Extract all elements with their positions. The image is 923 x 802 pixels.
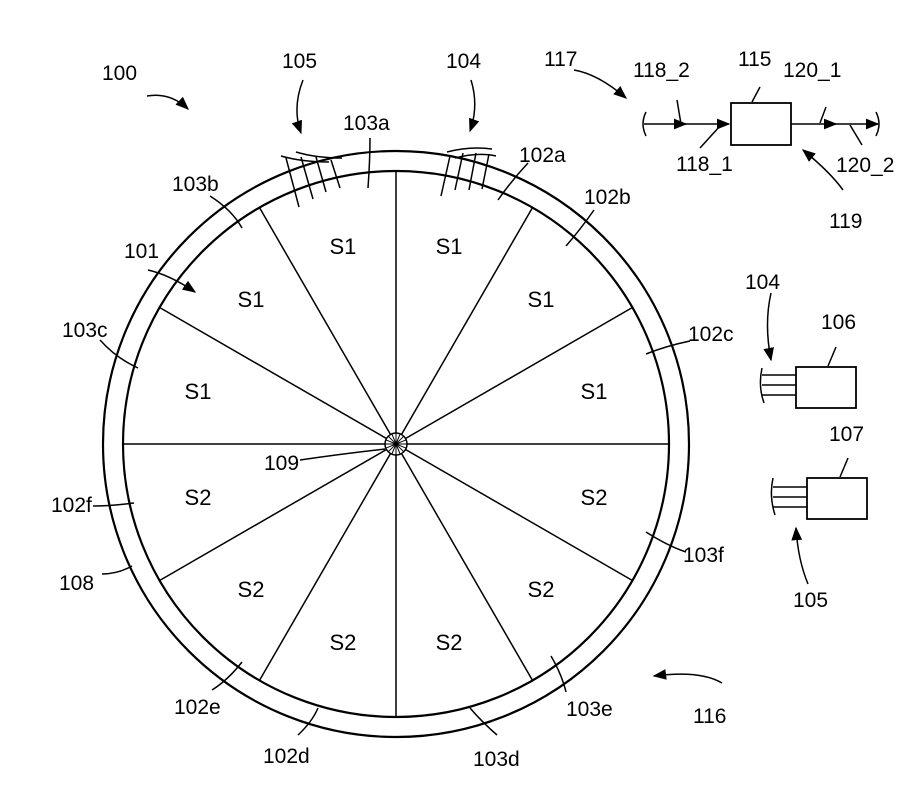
segment-label-s1: S1 <box>238 287 265 312</box>
segment-label-s1: S1 <box>329 234 356 259</box>
label-101: 101 <box>124 240 159 263</box>
block-115 <box>731 103 791 145</box>
label-119: 119 <box>829 210 862 233</box>
label-120_2: 120_2 <box>836 154 894 177</box>
label-103e: 103e <box>566 698 613 721</box>
segment-label-s2: S2 <box>329 630 356 655</box>
segment-divider <box>260 444 397 680</box>
label-104-side: 104 <box>745 271 780 294</box>
segment-divider <box>160 308 396 445</box>
label-102c: 102c <box>688 323 734 346</box>
segment-label-s1: S1 <box>528 287 555 312</box>
label-102e: 102e <box>174 696 221 719</box>
label-103a: 103a <box>343 112 390 135</box>
segment-label-s2: S2 <box>528 577 555 602</box>
label-106: 106 <box>821 311 856 334</box>
box-107 <box>807 478 867 519</box>
label-108: 108 <box>59 572 94 595</box>
label-118_2: 118_2 <box>633 59 690 82</box>
segment-label-s2: S2 <box>581 485 608 510</box>
label-102f: 102f <box>51 494 92 517</box>
segment-label-s2: S2 <box>185 485 212 510</box>
label-103f: 103f <box>683 544 724 567</box>
rotor-disc: S1S1S1S2S2S2S2S2S2S1S1S1 <box>103 151 689 737</box>
segment-label-s2: S2 <box>436 630 463 655</box>
label-102d: 102d <box>263 745 310 768</box>
box-106 <box>796 367 856 408</box>
segment-label-s1: S1 <box>436 234 463 259</box>
segment-divider <box>396 208 533 444</box>
sensor-box-107-group <box>771 458 867 584</box>
label-120_1: 120_1 <box>783 59 841 82</box>
label-107: 107 <box>829 423 864 446</box>
label-104-top: 104 <box>446 50 481 73</box>
segment-label-s1: S1 <box>581 379 608 404</box>
label-105-side: 105 <box>793 589 828 612</box>
segment-divider <box>396 308 632 445</box>
label-115: 115 <box>738 48 771 71</box>
label-109: 109 <box>264 452 299 475</box>
segment-label-s1: S1 <box>185 379 212 404</box>
label-117: 117 <box>544 48 577 71</box>
segment-divider <box>260 208 397 444</box>
label-102a: 102a <box>519 144 566 167</box>
label-105-top: 105 <box>282 50 317 73</box>
segment-divider <box>396 444 632 581</box>
hub-spokes <box>385 433 407 455</box>
segment-label-s2: S2 <box>238 577 265 602</box>
label-102b: 102b <box>584 186 631 209</box>
reference-numerals: 100 101 105 104 103a 102a 103b 102b 103c… <box>51 48 894 771</box>
label-103c: 103c <box>62 319 108 342</box>
segment-divider <box>396 444 533 680</box>
label-103d: 103d <box>473 748 520 771</box>
label-118_1: 118_1 <box>676 153 733 176</box>
label-116: 116 <box>693 705 726 728</box>
label-103b: 103b <box>172 173 219 196</box>
label-100: 100 <box>102 62 137 85</box>
